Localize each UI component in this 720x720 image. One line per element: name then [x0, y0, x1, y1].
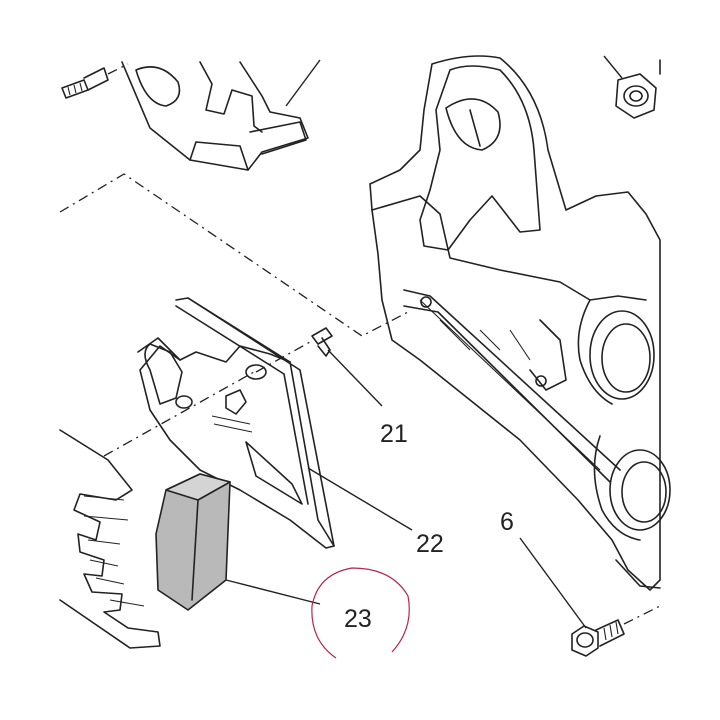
callout-21: 21: [380, 420, 408, 448]
top-left-screw: [61, 63, 129, 99]
flange-nut: [603, 55, 661, 119]
lower-left-bracket: [59, 371, 255, 649]
cover-plate-22: [137, 297, 413, 549]
callout-23: 23: [344, 605, 372, 633]
callout-22: 22: [416, 530, 444, 558]
highlight-circle: [311, 567, 410, 659]
screw-21: [255, 327, 383, 407]
engine-casing: [369, 55, 671, 591]
bolt-6: [519, 537, 661, 657]
top-bracket: [121, 59, 321, 171]
callout-6: 6: [500, 508, 514, 536]
assembly-centerline: [59, 173, 409, 337]
rubber-block-23: [155, 473, 321, 611]
